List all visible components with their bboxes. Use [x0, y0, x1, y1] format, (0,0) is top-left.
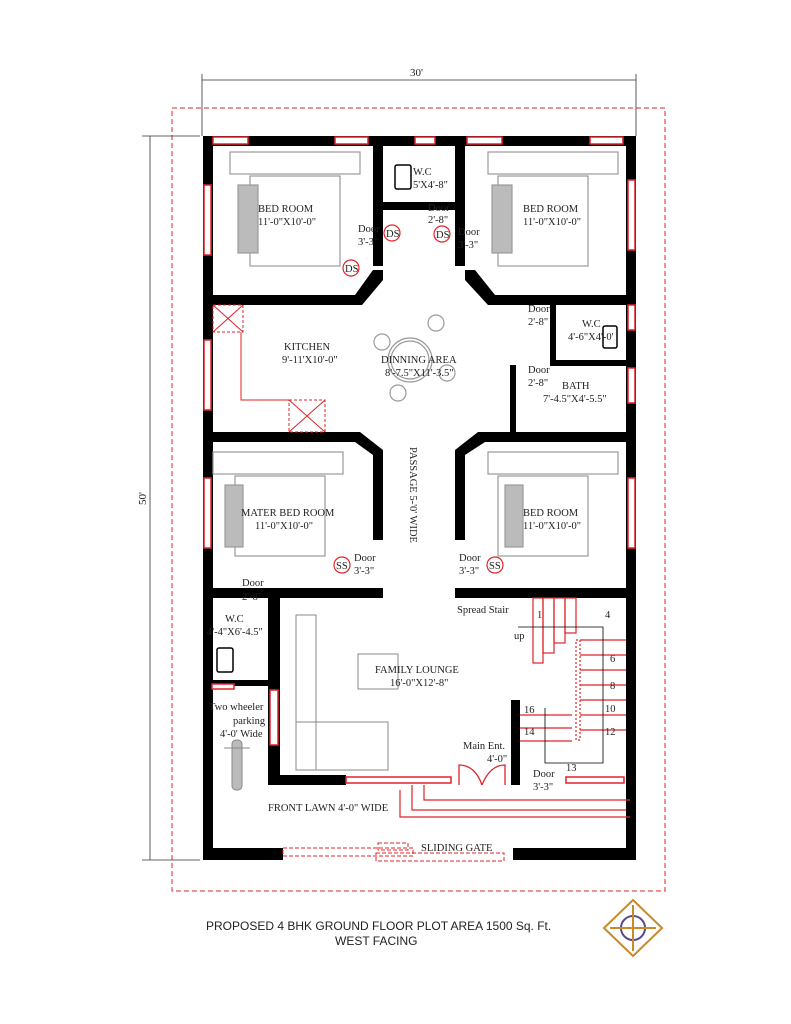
ss-tag: SS [336, 561, 348, 572]
width-dimension [201, 74, 637, 136]
stair-title: Spread Stair [457, 605, 509, 616]
door-label: Door [358, 224, 380, 235]
room-size: 11'-0"X10'-0" [523, 521, 581, 532]
room-size: 4'-6"X4'-0' [568, 332, 614, 343]
door-label: Door [354, 553, 376, 564]
room-name: W.C [225, 614, 244, 625]
door-label: Door [528, 365, 550, 376]
walls [203, 136, 636, 860]
stair-number: 6 [610, 654, 615, 665]
room-name: BED ROOM [523, 204, 579, 215]
room-name: W.C [413, 167, 432, 178]
stair-number: 14 [524, 727, 535, 738]
stair [520, 597, 626, 742]
stair-arrow [518, 626, 604, 764]
door-size: 2'-8" [242, 592, 262, 603]
stair-number: 10 [605, 704, 616, 715]
door-size: 3'-3" [354, 566, 374, 577]
sliding-gate-label: SLIDING GATE [421, 843, 492, 854]
plot-boundary [171, 107, 666, 892]
door-size: 2'-8" [528, 317, 548, 328]
sliding-gate[interactable] [282, 842, 505, 862]
ds-tag: DS [386, 229, 400, 240]
room-size: 16'-0"X12'-8" [390, 678, 448, 689]
parking-label: 4'-0' Wide [220, 729, 263, 740]
room-name: DINNING AREA [381, 355, 457, 366]
room-name: BED ROOM [523, 508, 579, 519]
room-size: 5'X4'-8" [413, 180, 448, 191]
parking-label: Two wheeler [209, 702, 264, 713]
stair-up-label: up [514, 631, 525, 642]
kitchen-duct-icons [212, 304, 326, 433]
ds-tag: DS [436, 230, 450, 241]
door-label: Door [528, 304, 550, 315]
front-lawn-label: FRONT LAWN 4'-0" WIDE [268, 803, 388, 814]
door-size: 2'-8" [528, 378, 548, 389]
room-name: W.C [582, 319, 601, 330]
door-size: 3'-3" [358, 237, 378, 248]
plan-caption: PROPOSED 4 BHK GROUND FLOOR PLOT AREA 15… [206, 919, 551, 933]
room-size: 11'-0"X10'-0" [523, 217, 581, 228]
bed-icons [212, 151, 619, 557]
ds-tag: DS [345, 264, 359, 275]
door-size: 3'-3" [458, 240, 478, 251]
door-label: Door [428, 203, 450, 214]
door-size: 3'-3" [533, 782, 553, 793]
room-name: FAMILY LOUNGE [375, 665, 459, 676]
room-size: 4'-4"X6'-4.5" [207, 627, 263, 638]
room-size: 8'-7.5"X11'-3.5" [385, 368, 454, 379]
stair-number: 4 [605, 610, 611, 621]
compass-logo-icon [602, 898, 664, 958]
room-name: BED ROOM [258, 204, 314, 215]
width-label: 30' [410, 67, 423, 79]
plan-facing: WEST FACING [335, 934, 417, 948]
stair-number: 13 [566, 763, 577, 774]
room-size: 7'-4.5"X4'-5.5" [543, 394, 607, 405]
tag-circles [333, 224, 504, 574]
windows [203, 136, 636, 784]
door-label: Door [242, 578, 264, 589]
passage-label: PASSAGE 5-'0' WIDE [407, 447, 418, 543]
main-entrance-label: Main Ent. [463, 741, 505, 752]
door-size: 3'-3" [459, 566, 479, 577]
parking-label: parking [233, 716, 266, 727]
ss-tag: SS [489, 561, 501, 572]
front-steps [399, 785, 630, 818]
room-name: KITCHEN [284, 342, 330, 353]
room-size: 9'-11'X10'-0" [282, 355, 338, 366]
room-size: 11'-0"X10'-0" [255, 521, 313, 532]
door-label: Door [458, 227, 480, 238]
dining-table-icon [373, 314, 456, 402]
depth-dimension [142, 135, 200, 861]
door-label: Door [533, 769, 555, 780]
depth-label: 50' [137, 492, 149, 505]
stair-number: 1 [537, 610, 542, 621]
room-size: 11'-0"X10'-0" [258, 217, 316, 228]
main-entrance-size: 4'-0" [487, 754, 507, 765]
main-entrance-door[interactable] [458, 764, 506, 786]
stair-number: 16 [524, 705, 535, 716]
motorbike-icon [224, 739, 250, 791]
door-size: 2'-8" [428, 215, 448, 226]
room-name: MATER BED ROOM [241, 508, 335, 519]
stair-number: 12 [605, 727, 616, 738]
stair-number: 8 [610, 681, 615, 692]
toilet-icons [216, 164, 618, 673]
sofa-icon [295, 614, 399, 771]
door-label: Door [459, 553, 481, 564]
room-name: BATH [562, 381, 590, 392]
